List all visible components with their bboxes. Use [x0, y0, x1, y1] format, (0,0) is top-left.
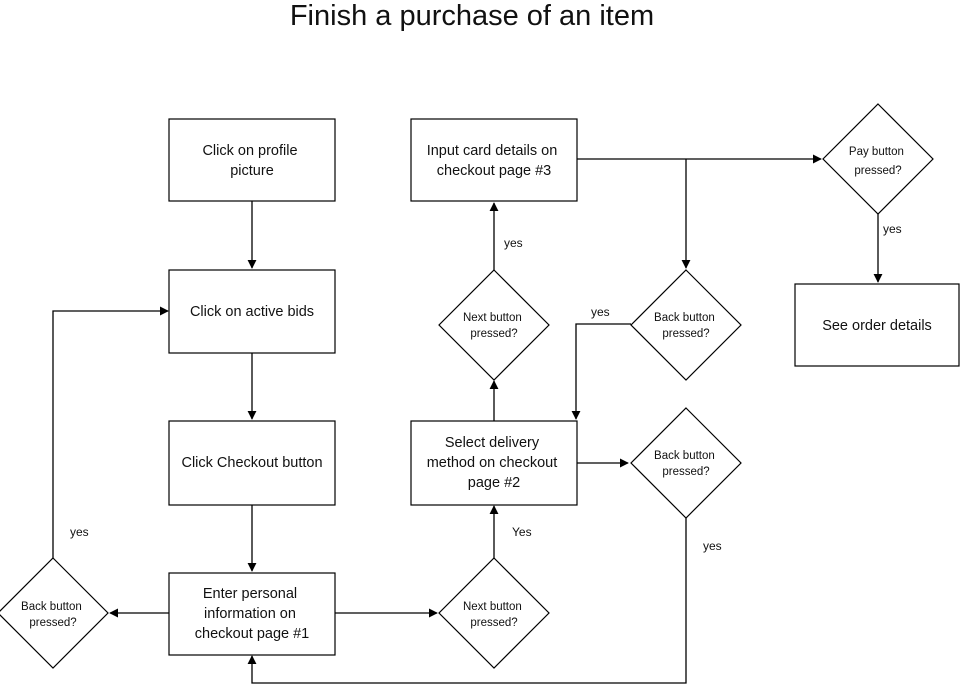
node-input-card-details: Input card details on checkout page #3	[410, 118, 578, 202]
svg-text:Enter personal informati: Enter personal information on checkout p…	[195, 586, 309, 642]
edge-back3-to-delivery	[571, 323, 631, 420]
svg-text:Back button pressed?: Back button pressed?	[654, 450, 718, 478]
node-text-line: checkout page #3	[437, 163, 551, 179]
node-text-line: checkout page #1	[195, 626, 309, 642]
decision-text-line: Next button	[463, 312, 522, 324]
decision-next-button-page2: Next button pressed?	[438, 269, 550, 381]
node-enter-personal-information: Enter personal information on checkout p…	[168, 572, 336, 656]
svg-text:See order details: See order details	[822, 318, 932, 334]
decision-text-line: pressed?	[662, 466, 709, 478]
decision-text-line: Back button	[21, 601, 82, 613]
decision-text-line: Back button	[654, 450, 715, 462]
node-click-active-bids: Click on active bids	[168, 269, 336, 354]
edge-back1-to-active-bids	[52, 306, 169, 558]
decision-text-line: Pay button	[849, 146, 904, 158]
svg-text:Next button pressed?: Next button pressed?	[463, 601, 525, 629]
diagram-title: Finish a purchase of an item	[290, 0, 654, 32]
edge-label-back3-yes: yes	[591, 305, 610, 319]
node-text-line: Select delivery	[445, 435, 540, 451]
decision-text-line: pressed?	[470, 328, 517, 340]
node-click-checkout-button: Click Checkout button	[168, 420, 336, 506]
svg-text:Pay button pressed?: Pay button pressed?	[849, 146, 907, 177]
decision-back-button-page3: Back button pressed?	[630, 269, 742, 381]
svg-text:Input card details on ch: Input card details on checkout page #3	[427, 143, 562, 179]
edge-label-pay-yes: yes	[883, 222, 902, 236]
node-text-line: Enter personal	[203, 586, 297, 602]
node-text-line: page #2	[468, 475, 520, 491]
edge-back2-to-personal	[247, 518, 687, 684]
decision-back-button-page2: Back button pressed?	[630, 407, 742, 519]
node-text-line: method on checkout	[427, 455, 558, 471]
decision-text-line: pressed?	[662, 328, 709, 340]
node-select-delivery-method: Select delivery method on checkout page …	[410, 420, 578, 506]
node-text-line: Click on active bids	[190, 304, 314, 320]
svg-text:Click on profile picture: Click on profile picture	[202, 143, 301, 179]
svg-text:Select delivery method o: Select delivery method on checkout page …	[427, 435, 562, 491]
svg-text:Next button pressed?: Next button pressed?	[463, 312, 525, 340]
decision-text-line: pressed?	[29, 617, 76, 629]
svg-text:Click Checkout button: Click Checkout button	[181, 455, 322, 471]
decision-back-button-page1: Back button pressed?	[0, 557, 109, 669]
svg-text:Click on active bids: Click on active bids	[190, 304, 314, 320]
node-click-profile-picture: Click on profile picture	[168, 118, 336, 202]
edge-label-next2-yes: yes	[504, 236, 523, 250]
node-text-line: Click on profile	[202, 143, 297, 159]
node-text-line: Click Checkout button	[181, 455, 322, 471]
edge-label-next1-yes: Yes	[512, 525, 532, 539]
decision-text-line: pressed?	[854, 165, 901, 177]
decision-text-line: Back button	[654, 312, 715, 324]
node-see-order-details: See order details	[794, 283, 960, 367]
edge-label-back1-yes: yes	[70, 525, 89, 539]
svg-text:Back button pressed?: Back button pressed?	[21, 601, 85, 629]
node-text-line: picture	[230, 163, 274, 179]
decision-pay-button: Pay button pressed?	[822, 103, 934, 215]
node-text-line: information on	[204, 606, 296, 622]
decision-text-line: Next button	[463, 601, 522, 613]
decision-text-line: pressed?	[470, 617, 517, 629]
edge-label-back2-yes: yes	[703, 539, 722, 553]
svg-text:Back button pressed?: Back button pressed?	[654, 312, 718, 340]
decision-next-button-page1: Next button pressed?	[438, 557, 550, 669]
node-text-line: Input card details on	[427, 143, 558, 159]
node-text-line: See order details	[822, 318, 932, 334]
